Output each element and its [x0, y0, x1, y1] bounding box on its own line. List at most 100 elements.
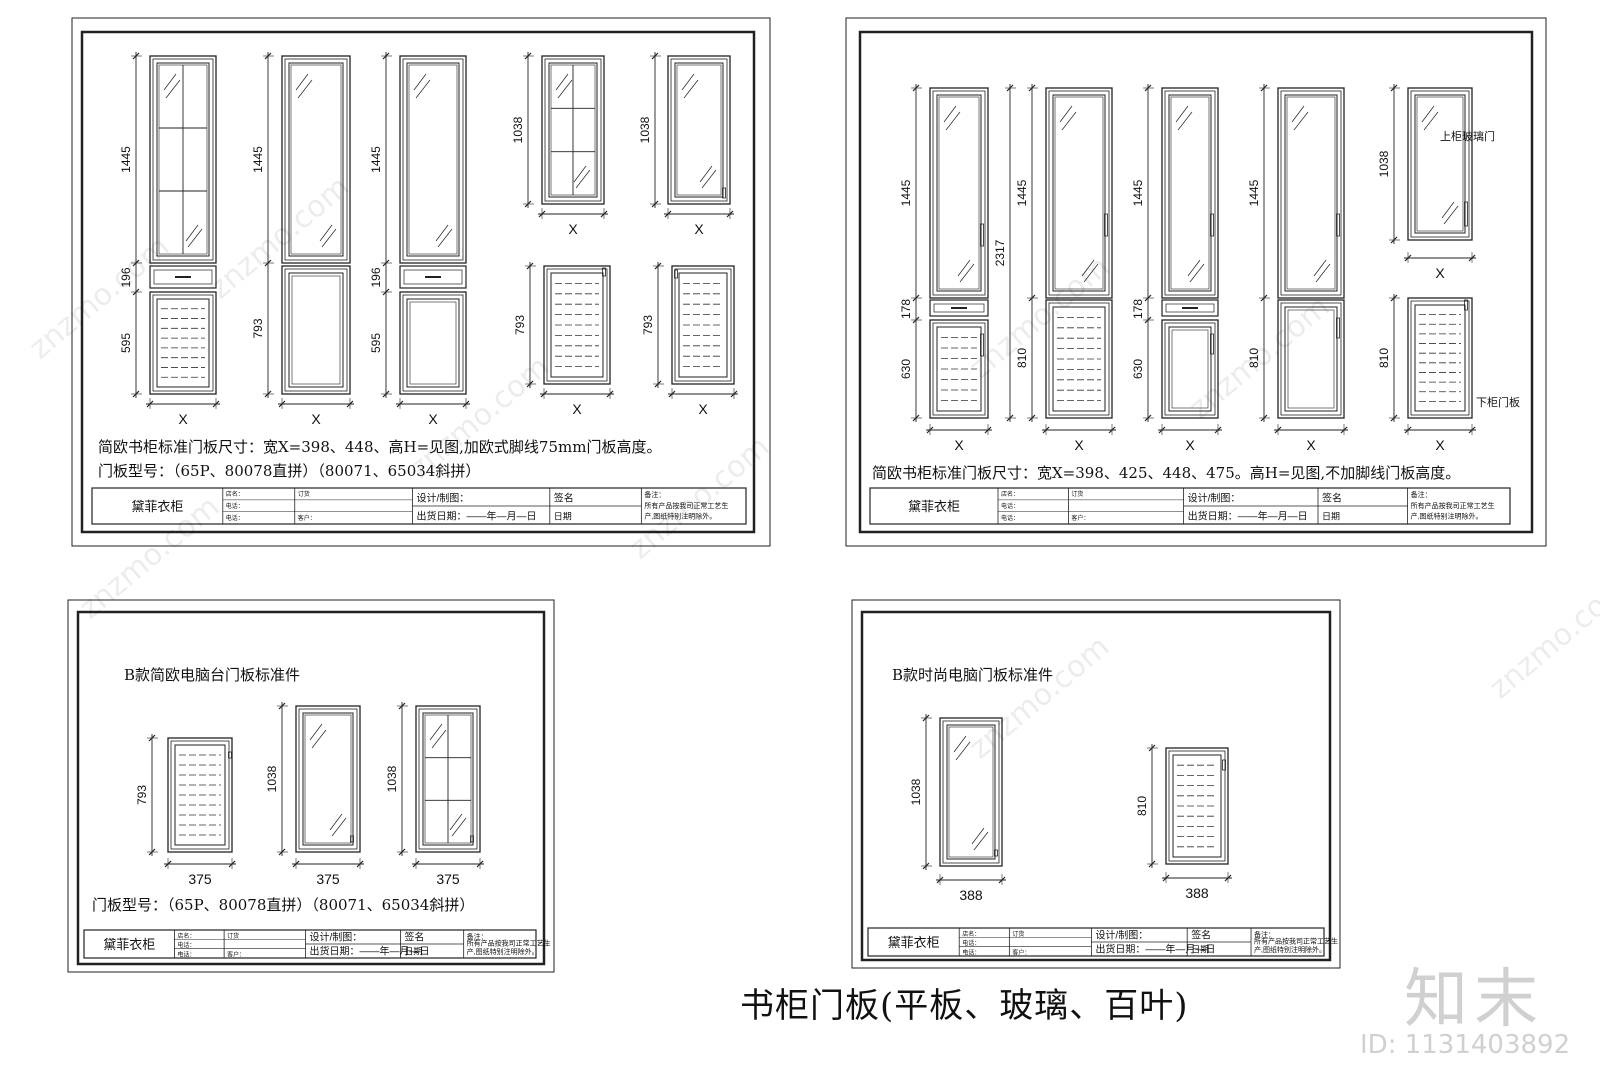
- door-frame-inner: [402, 294, 464, 392]
- dimension-label: X: [1074, 437, 1084, 453]
- dimension-label: 1038: [909, 778, 923, 805]
- glass-pane: [1168, 94, 1212, 292]
- dimension-label: 793: [135, 785, 149, 805]
- door-frame-inner: [670, 58, 728, 202]
- title-remark: 所有产品按我司正常工艺生: [1254, 936, 1338, 945]
- louver-panel: [936, 326, 982, 412]
- sheet-inner-border: [860, 610, 1332, 962]
- sheet-border: [845, 17, 1547, 547]
- louver-panel: [1052, 306, 1106, 412]
- glass-pane-inner: [676, 64, 722, 196]
- door-handle: [350, 835, 354, 843]
- title-remark: 产,图纸特别注明除外。: [1254, 945, 1326, 954]
- door-frame-inner: [674, 268, 732, 382]
- glass-pane: [302, 712, 354, 846]
- dimension-label: 1445: [1131, 179, 1145, 206]
- dimension-label: 630: [1131, 359, 1145, 379]
- door-frame: [541, 55, 605, 205]
- glass-reflection: [1187, 259, 1201, 277]
- dimension-label: 1445: [1247, 179, 1261, 206]
- glass-reflection: [557, 79, 573, 99]
- glass-reflection: [573, 165, 587, 183]
- glass-reflection: [699, 165, 713, 183]
- title-cell: 日期: [1322, 512, 1340, 522]
- title-cell: 出货日期：——年—月—日: [1188, 510, 1308, 523]
- door-handle: [1464, 299, 1468, 311]
- glass-pane: [406, 62, 460, 257]
- glass-reflection: [1291, 105, 1305, 123]
- plain-panel: [1168, 326, 1212, 412]
- door-frame: [415, 705, 481, 853]
- glass-pane-inner: [304, 714, 352, 844]
- door-frame: [929, 319, 989, 419]
- louver-panel: [1414, 304, 1466, 412]
- sheet-inner-border: [80, 30, 756, 534]
- glass-reflection: [971, 827, 985, 845]
- door-frame-inner: [152, 58, 214, 261]
- dimension-label: X: [954, 437, 964, 453]
- title-cell: 电话：: [962, 939, 980, 947]
- plain-panel-inner: [409, 301, 457, 385]
- sheet-inner-border: [76, 610, 546, 966]
- glass-reflection: [1081, 259, 1095, 277]
- door-frame: [543, 265, 611, 385]
- dimension-label: 1038: [265, 765, 279, 792]
- door-frame: [281, 265, 351, 395]
- panel-note: 门板型号：（65P、80078直拼）（80071、65034斜拼）: [92, 896, 474, 914]
- title-cell: 订货: [227, 932, 239, 940]
- dimension-label: 810: [1135, 796, 1149, 816]
- title-cell: 出货日期：——年—月—日: [1095, 943, 1215, 956]
- sheet-title: 书柜门板(平板、玻璃、百叶): [740, 986, 1189, 1026]
- title-cell: 日期: [1191, 945, 1209, 955]
- panel-note: 门板型号：（65P、80078直拼）（80071、65034斜拼）: [98, 462, 480, 480]
- door-frame: [1277, 299, 1345, 419]
- glass-reflection: [435, 224, 449, 242]
- dimension-label: 2317: [993, 239, 1007, 266]
- glass-reflection: [413, 73, 427, 91]
- watermark-site: znzmo.com: [963, 629, 1117, 766]
- watermark-id: ID: 1131403892: [1360, 1030, 1571, 1060]
- title-block: [83, 929, 537, 959]
- door-frame-inner: [170, 740, 230, 850]
- door-frame-inner: [1410, 300, 1470, 416]
- dimension-label: 1445: [369, 146, 383, 173]
- title-cell: 店名：: [177, 932, 195, 940]
- title-cell: 电话：: [1001, 514, 1019, 522]
- company-name: 黛菲衣柜: [908, 499, 960, 515]
- door-frame-inner: [544, 58, 602, 202]
- glass-reflection: [1421, 105, 1435, 123]
- door-handle: [994, 849, 998, 857]
- watermark-logo: 知末: [1404, 963, 1544, 1037]
- dimension-label: X: [694, 221, 704, 237]
- plain-panel: [406, 298, 460, 388]
- dimension-label: 178: [899, 299, 913, 319]
- door-frame: [1161, 319, 1219, 419]
- drawer-inner: [1165, 303, 1215, 313]
- dimension-label: 1038: [385, 765, 399, 792]
- dimension-label: 793: [513, 315, 527, 335]
- glass-reflection: [1059, 105, 1073, 123]
- glass-pane-inner: [290, 64, 342, 255]
- lower-door-label: 下柜门板: [1476, 395, 1520, 409]
- title-cell: 设计/制图：: [416, 492, 469, 505]
- title-cell: 出货日期：——年—月—日: [416, 510, 536, 523]
- title-cell: 电话：: [1001, 502, 1019, 510]
- louver-panel: [550, 272, 604, 378]
- glass-reflection: [319, 224, 333, 242]
- title-cell: 设计/制图：: [309, 931, 362, 944]
- door-handle: [1210, 213, 1214, 237]
- louver-panel: [174, 744, 226, 846]
- drawer-inner: [403, 269, 463, 285]
- glass-reflection: [945, 111, 961, 131]
- glass-reflection: [309, 723, 323, 741]
- door-handle: [980, 223, 984, 247]
- title-cell: 店名：: [226, 490, 244, 498]
- dimension-label: 196: [119, 267, 133, 287]
- glass-pane: [946, 724, 996, 860]
- glass-reflection: [321, 228, 337, 248]
- glass-reflection: [943, 105, 957, 123]
- title-cell: 客户：: [298, 514, 316, 522]
- door-handle: [1464, 201, 1468, 227]
- door-frame: [149, 55, 217, 264]
- dimension-label: X: [311, 411, 321, 427]
